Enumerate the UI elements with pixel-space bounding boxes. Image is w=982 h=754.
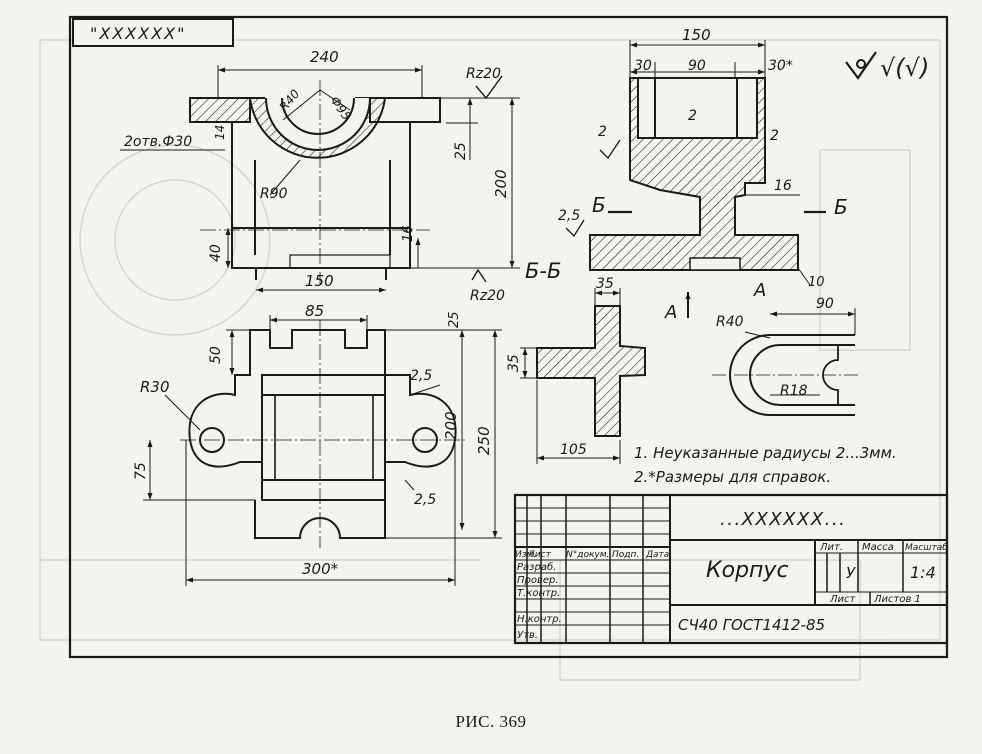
dim-front-200: 200 (492, 169, 510, 198)
dim-side-r25: 2,5 (558, 208, 580, 224)
dim-top-300: 300* (302, 560, 339, 578)
title-block-material: СЧ40 ГОСТ1412-85 (678, 616, 825, 634)
dim-top-r25a: 2,5 (410, 368, 432, 384)
dim-view-a-r18: R18 (780, 383, 808, 399)
dim-side-30b: 30* (768, 58, 793, 74)
drawing-frame (68, 15, 949, 659)
side-view (589, 77, 799, 271)
roughness-rz20-bottom: Rz20 (470, 288, 505, 304)
title-block-role-tcontrol: Т.контр. (517, 588, 560, 599)
title-block-col-lit: Лит. (819, 542, 843, 553)
side-view-labels: 150 30 90 30* 2 2 2 16 2,5 Б Б 10 (558, 26, 848, 290)
dim-view-a-90: 90 (816, 296, 834, 312)
dim-top-200: 200 (442, 411, 460, 440)
dim-side-r2a: 2 (598, 124, 607, 140)
title-block (513, 493, 949, 645)
roughness-main-text: √(√) (880, 54, 929, 82)
dim-front-240: 240 (310, 48, 339, 66)
figure-caption: РИС. 369 (455, 712, 527, 731)
dim-side-30a: 30 (634, 58, 652, 74)
dim-side-r2b: 2 (688, 108, 697, 124)
title-block-head-sign: Подп. (612, 550, 639, 560)
roughness-rz20-top: Rz20 (466, 66, 501, 82)
roughness-symbol: √(√) (845, 51, 929, 82)
roughness-rz20-top-mark (475, 75, 503, 100)
dim-front-14: 14 (213, 125, 227, 140)
roughness-rz20-bottom-mark (471, 268, 487, 283)
section-mark-b-left: Б (592, 193, 606, 217)
dim-front-holes: 2отв.Ф30 (124, 134, 192, 150)
dim-side-r2c: 2 (770, 128, 779, 144)
top-view-dimensions (143, 315, 502, 586)
bleed-through-ghost (39, 39, 941, 681)
note-2: 2.*Размеры для справок. (634, 468, 831, 486)
section-bb-label: Б-Б (525, 259, 561, 283)
title-block-sheet: Лист (829, 594, 857, 605)
view-a-arrow-label: А (664, 302, 677, 323)
title-block-col-mass: Масса (862, 542, 894, 553)
side-view-dimensions (608, 40, 826, 214)
dim-top-25: 25 (447, 311, 462, 328)
dim-top-r30: R30 (140, 378, 170, 396)
section-mark-b-right: Б (834, 195, 848, 219)
dim-side-10: 10 (808, 275, 825, 290)
view-a-title: А (753, 280, 766, 301)
title-block-text: ...XXXXXX... Корпус СЧ40 ГОСТ1412-85 Лит… (515, 509, 948, 641)
title-block-head-change: Изм. (515, 550, 536, 560)
title-block-lit-value: У (846, 564, 856, 582)
corner-stamp: "XXXXXX" (72, 18, 234, 47)
dim-front-150: 150 (305, 272, 334, 290)
title-block-role-ncontrol: Н.контр. (517, 614, 562, 625)
title-block-part-name: Корпус (706, 558, 789, 583)
front-view-labels: 240 R40 Ф95 Rz20 2отв.Ф30 14 25 200 R90 … (124, 48, 510, 304)
dim-side-16: 16 (774, 178, 792, 194)
title-block-head-date: Дата (645, 550, 669, 560)
dim-view-a-r40: R40 (716, 314, 744, 330)
dim-front-25: 25 (453, 142, 469, 160)
dim-top-75: 75 (133, 462, 149, 480)
dim-front-40: 40 (208, 244, 224, 262)
title-block-col-scale: Масштаб (905, 543, 948, 553)
title-block-head-sheet: Лист (527, 550, 552, 560)
dim-side-90: 90 (688, 58, 706, 74)
dim-side-150: 150 (682, 26, 711, 44)
section-bb: Б-Б 35 35 105 (506, 259, 646, 464)
front-view-dimensions (120, 65, 520, 293)
dim-top-85: 85 (305, 302, 324, 320)
front-view (189, 80, 441, 285)
title-block-doc-code: ...XXXXXX... (720, 509, 846, 530)
technical-notes: 1. Неуказанные радиусы 2...3мм. 2.*Разме… (634, 444, 897, 486)
title-block-scale-value: 1:4 (910, 563, 936, 582)
dim-top-r25b: 2,5 (414, 492, 436, 508)
title-block-role-checker: Провер. (517, 575, 559, 586)
dim-front-r90: R90 (260, 186, 288, 202)
title-block-role-approved: Утв. (517, 630, 538, 641)
title-block-role-developer: Разраб. (517, 561, 556, 573)
top-view-labels: 85 25 50 R30 2,5 200 250 75 2,5 300* (133, 302, 493, 578)
dim-section-35h: 35 (506, 354, 522, 372)
dim-front-16: 16 (401, 225, 416, 242)
title-block-sheets: Листов 1 (873, 594, 921, 605)
dim-top-250: 250 (475, 426, 493, 455)
dim-section-105: 105 (560, 442, 587, 458)
dim-top-50: 50 (208, 346, 224, 364)
top-view (180, 320, 465, 548)
corner-stamp-text: "XXXXXX" (90, 24, 186, 43)
note-1: 1. Неуказанные радиусы 2...3мм. (634, 444, 897, 462)
title-block-head-docnum: N°докум. (566, 550, 609, 560)
dim-section-35w: 35 (596, 276, 614, 292)
view-a: А А 90 R40 R18 (664, 280, 860, 416)
